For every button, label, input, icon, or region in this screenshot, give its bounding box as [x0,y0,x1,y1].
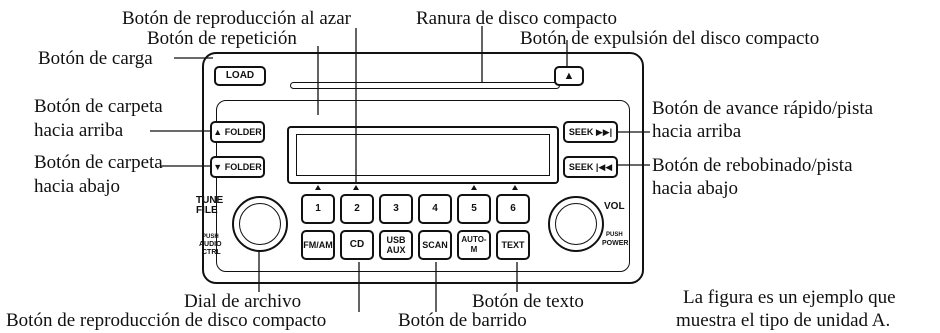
display-window [296,134,550,176]
label-eject-button: Botón de expulsión del disco compacto [520,28,820,49]
preset-1-button[interactable]: 1 [301,194,335,224]
label-disc-slot: Ranura de disco compacto [416,8,618,29]
disc-slot[interactable] [290,82,560,89]
power-label: POWER [602,240,629,247]
text-button[interactable]: TEXT [496,230,530,260]
label-scan-button: Botón de barrido [398,310,527,331]
label-load-button: Botón de carga [38,48,153,69]
preset-4-button[interactable]: 4 [418,194,452,224]
label-file-dial: Dial de archivo [184,291,302,312]
file-label: FILE [196,205,218,216]
seek-down-button[interactable]: SEEK |◀◀ [563,156,618,178]
seek-up-button[interactable]: SEEK ▶▶| [563,121,618,143]
load-button[interactable]: LOAD [214,66,266,86]
label-folder-up-line1: Botón de carpeta [34,96,163,117]
fm-am-button[interactable]: FM/AM [301,230,335,260]
note-line1: La figura es un ejemplo que [683,287,896,308]
label-seek-down-line1: Botón de rebobinado/pista [652,155,853,176]
label-text-button: Botón de texto [472,291,584,312]
label-folder-up-line2: hacia arriba [34,120,124,141]
auto-m-button[interactable]: AUTO-M [457,230,491,260]
label-seek-up-line2: hacia arriba [652,121,742,142]
file-dial-knob-ring [239,203,281,245]
scan-button[interactable]: SCAN [418,230,452,260]
push-left-label: PUSH [202,234,219,240]
eject-button[interactable]: ▲ [554,66,584,86]
preset-3-button[interactable]: 3 [379,194,413,224]
label-folder-down-line1: Botón de carpeta [34,152,163,173]
display-screen [287,126,559,184]
cd-button[interactable]: CD [340,230,374,260]
preset-6-button[interactable]: 6 [496,194,530,224]
folder-up-button[interactable]: ▲ FOLDER [210,121,265,143]
audio-label: AUDIO [199,241,222,248]
preset-indicator-marks [315,185,518,190]
audio-unit-faceplate [216,100,630,272]
preset-2-button[interactable]: 2 [340,194,374,224]
label-cd-play-button: Botón de reproducción de disco compacto [6,310,327,331]
push-right-label: PUSH [606,232,623,238]
vol-label: VOL [604,201,625,212]
label-folder-down-line2: hacia abajo [34,176,120,197]
volume-knob-ring [555,203,597,245]
tune-label: TUNE [196,195,224,206]
folder-down-button[interactable]: ▼ FOLDER [210,156,265,178]
preset-5-button[interactable]: 5 [457,194,491,224]
audio-unit-body [202,52,644,284]
label-repeat-button: Botón de repetición [147,28,297,49]
note-line2: muestra el tipo de unidad A. [676,310,891,331]
label-seek-up-line1: Botón de avance rápido/pista [652,98,874,119]
label-shuffle-button: Botón de reproducción al azar [122,8,351,29]
ctrl-label: CTRL [202,249,221,256]
label-seek-down-line2: hacia abajo [652,178,738,199]
